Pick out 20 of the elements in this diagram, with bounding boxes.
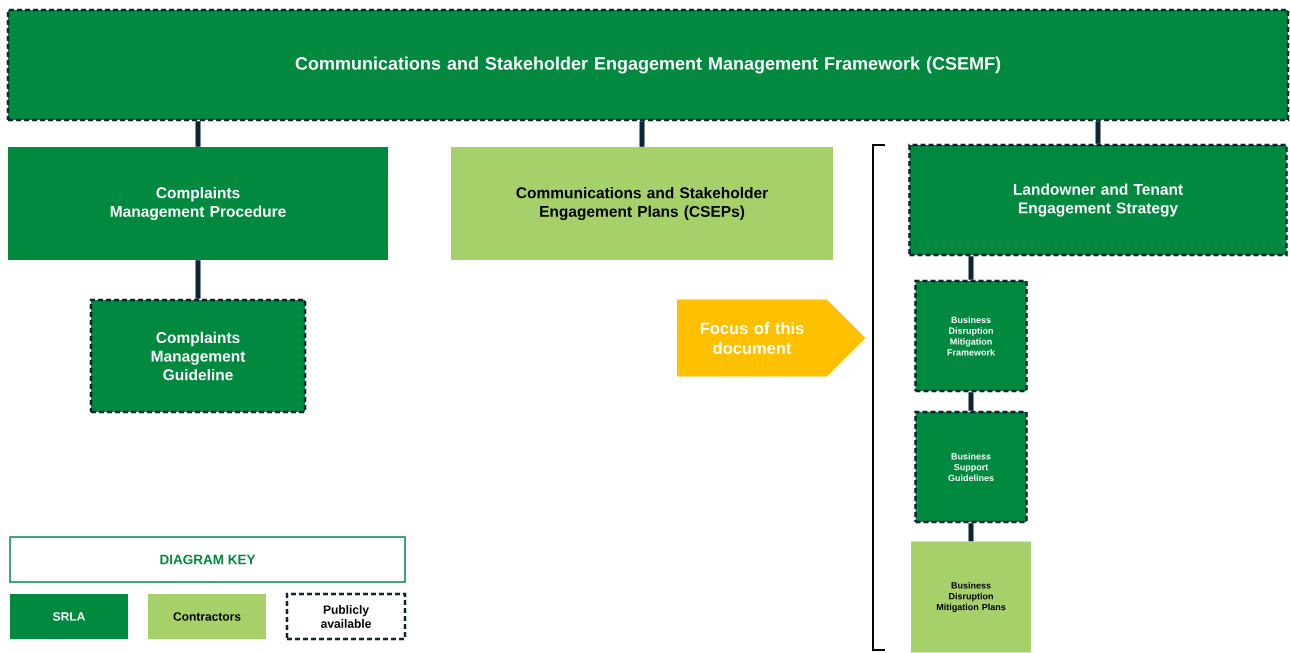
document-box: Communications and Stakeholder Engagement Plans (CSEPs) — [451, 147, 833, 260]
key-heading: DIAGRAM KEY — [9, 536, 406, 583]
connector-line — [1095, 121, 1101, 144]
connector-line — [968, 392, 974, 411]
legend-item: SRLA — [10, 594, 128, 639]
document-box: Complaints Management Procedure — [8, 147, 388, 260]
connector-line — [195, 260, 201, 299]
document-box: Complaints Management Guideline — [89, 298, 307, 414]
document-box: Business Disruption Mitigation Plans — [911, 541, 1031, 653]
legend-item: Publicly available — [285, 592, 407, 641]
document-box: Landowner and Tenant Engagement Strategy — [908, 143, 1288, 257]
document-box: Business Disruption Mitigation Framework — [914, 279, 1028, 393]
connector-line — [968, 523, 974, 542]
document-box: Business Support Guidelines — [914, 410, 1028, 524]
legend-item: Contractors — [148, 594, 266, 639]
pointer-callout: Focus of this document — [677, 299, 866, 377]
connector-line — [639, 121, 645, 147]
connector-line — [968, 256, 974, 280]
connector-line — [195, 121, 201, 147]
document-box: Communications and Stakeholder Engagement Management Framework (CSEMF) — [6, 8, 1290, 122]
